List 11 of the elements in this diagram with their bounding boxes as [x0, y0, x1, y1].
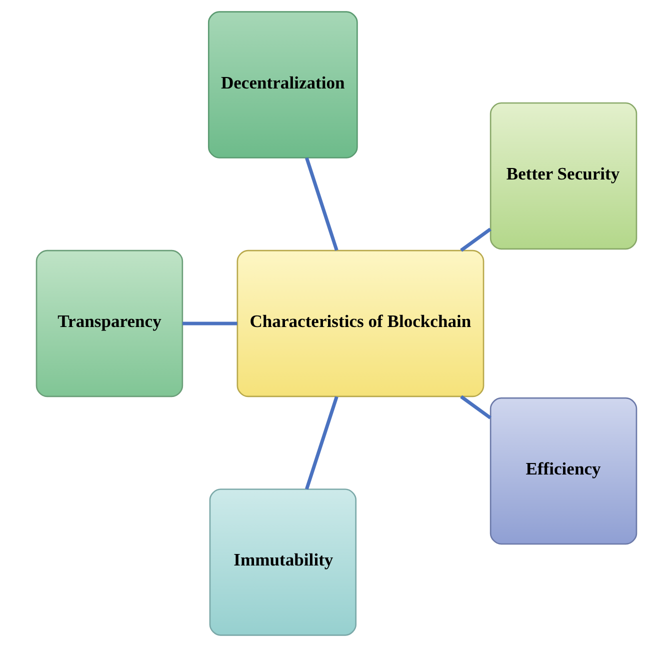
connector	[304, 157, 338, 251]
node-box: Efficiency	[489, 397, 637, 545]
node-box: Transparency	[35, 250, 183, 398]
connector	[460, 395, 491, 420]
connector	[304, 396, 338, 490]
connector	[182, 322, 237, 326]
node-box: Better Security	[489, 102, 637, 250]
node-box: Immutability	[208, 488, 356, 636]
connector	[460, 228, 491, 252]
node-box: Characteristics of Blockchain	[236, 250, 484, 398]
node-box: Decentralization	[207, 11, 358, 158]
